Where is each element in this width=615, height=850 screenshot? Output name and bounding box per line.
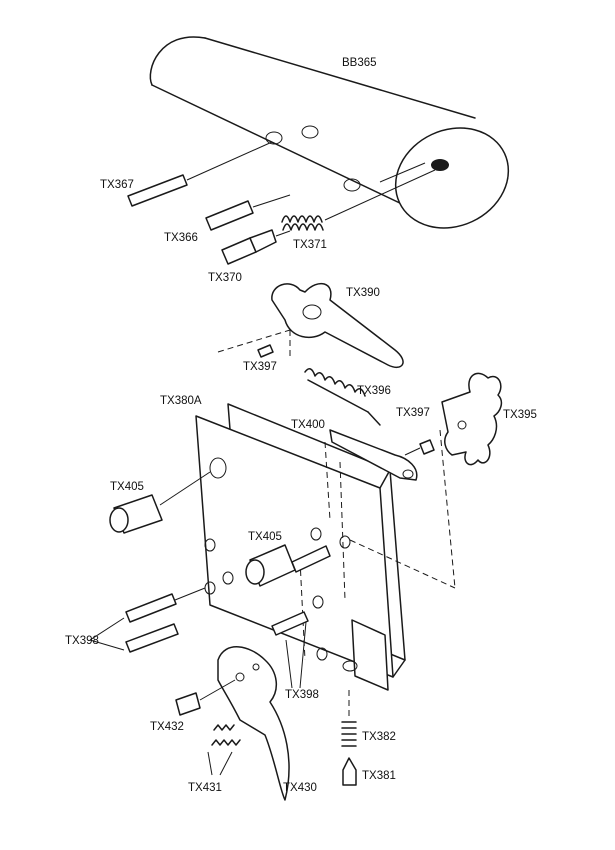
- label-tx400: TX400: [291, 419, 325, 431]
- sear-tx400: [329, 429, 418, 481]
- label-tx381: TX381: [362, 770, 396, 782]
- pin-tx367: [127, 141, 273, 207]
- pin-tx366: [205, 194, 291, 231]
- label-tx405-right: TX405: [248, 531, 282, 543]
- label-tx430: TX430: [283, 782, 317, 794]
- pin-tx432: [175, 679, 236, 716]
- pin-tx397-left: [257, 344, 274, 358]
- bushing-tx405-left: [109, 471, 211, 534]
- plunger-tx381: [342, 757, 357, 786]
- label-tx396: TX396: [357, 385, 391, 397]
- pins-tx398: [89, 587, 309, 689]
- receiver-tube-bb365: [149, 36, 510, 229]
- label-tx371: TX371: [293, 239, 327, 251]
- label-tx367: TX367: [100, 179, 134, 191]
- bushing-tx405-right: [245, 544, 331, 587]
- label-tx390: TX390: [346, 287, 380, 299]
- label-tx431: TX431: [188, 782, 222, 794]
- plunger-tx370: [221, 229, 291, 265]
- label-tx405-left: TX405: [110, 481, 144, 493]
- labels: BB365 TX367 TX366 TX371 TX370 TX390 TX39…: [65, 57, 537, 794]
- spring-tx396: [304, 368, 381, 426]
- label-tx397-left: TX397: [243, 361, 277, 373]
- spring-tx382: [341, 690, 357, 747]
- hammer-tx390: [217, 282, 404, 369]
- trigger-tx430: [217, 646, 290, 801]
- label-tx432: TX432: [150, 721, 184, 733]
- spring-tx371: [281, 169, 436, 231]
- springs-tx431: [207, 724, 241, 776]
- label-tx395: TX395: [503, 409, 537, 421]
- label-tx370: TX370: [208, 272, 242, 284]
- lever-tx395: [441, 372, 503, 466]
- label-tx366: TX366: [164, 232, 198, 244]
- label-tx398-left: TX398: [65, 635, 99, 647]
- side-plate-tx380a: [195, 403, 456, 691]
- label-tx380a: TX380A: [160, 395, 202, 407]
- label-tx382: TX382: [362, 731, 396, 743]
- label-tx398-right: TX398: [285, 689, 319, 701]
- pin-tx397-right: [404, 439, 435, 456]
- label-tx397-right: TX397: [396, 407, 430, 419]
- label-bb365: BB365: [342, 57, 377, 69]
